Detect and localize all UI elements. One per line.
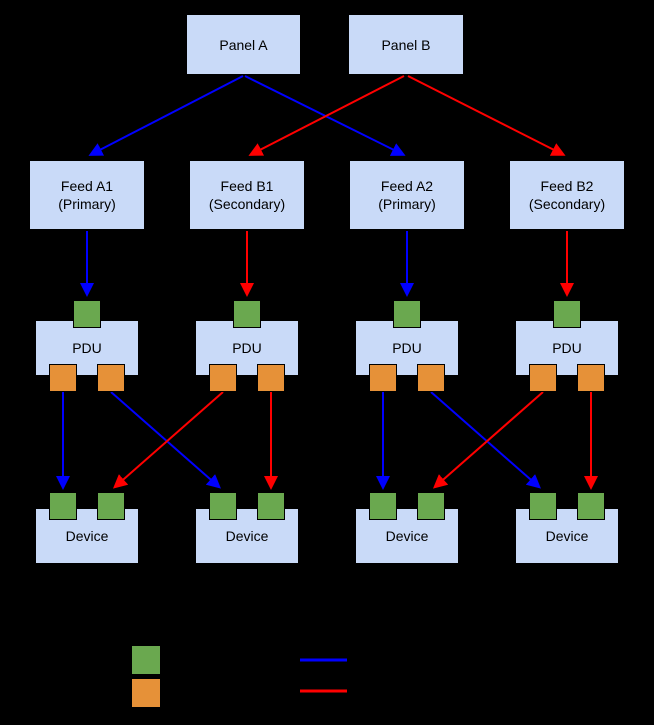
pdu1-input-port-icon	[73, 300, 101, 328]
node-panel-b: Panel B	[348, 14, 464, 75]
legend-output-port-swatch-icon	[131, 678, 161, 708]
feed-b2-name: Feed B2	[540, 178, 594, 194]
arrow-panelA-feedA1	[88, 75, 244, 156]
arrow-pdu2-device1	[112, 391, 224, 489]
pdu1-output-port-right-icon	[97, 364, 125, 392]
panel-b-label: Panel B	[381, 36, 431, 53]
arrow-panelB-feedB2	[407, 75, 566, 156]
panel-a-label: Panel A	[219, 36, 268, 53]
pdu2-output-port-left-icon	[209, 364, 237, 392]
device2-input-port-right-icon	[257, 492, 285, 520]
device-2-label: Device	[225, 528, 269, 544]
pdu3-output-port-left-icon	[369, 364, 397, 392]
feed-a2-name: Feed A2	[380, 178, 434, 194]
pdu4-output-port-right-icon	[577, 364, 605, 392]
pdu3-input-port-icon	[393, 300, 421, 328]
pdu-3-label: PDU	[392, 340, 422, 356]
pdu4-output-port-left-icon	[529, 364, 557, 392]
device-1-label: Device	[65, 528, 109, 544]
pdu3-output-port-right-icon	[417, 364, 445, 392]
device4-input-port-left-icon	[529, 492, 557, 520]
node-feed-b2: Feed B2 (Secondary)	[509, 160, 625, 230]
pdu2-output-port-right-icon	[257, 364, 285, 392]
pdu4-input-port-icon	[553, 300, 581, 328]
node-feed-a1: Feed A1 (Primary)	[29, 160, 145, 230]
pdu-1-label: PDU	[72, 340, 102, 356]
legend-input-port-swatch-icon	[131, 645, 161, 675]
device3-input-port-right-icon	[417, 492, 445, 520]
node-panel-a: Panel A	[186, 14, 301, 75]
pdu2-input-port-icon	[233, 300, 261, 328]
device1-input-port-left-icon	[49, 492, 77, 520]
device-3-label: Device	[385, 528, 429, 544]
pdu-4-label: PDU	[552, 340, 582, 356]
device1-input-port-right-icon	[97, 492, 125, 520]
pdu1-output-port-left-icon	[49, 364, 77, 392]
device3-input-port-left-icon	[369, 492, 397, 520]
feed-b2-role: (Secondary)	[528, 196, 606, 212]
node-feed-b1: Feed B1 (Secondary)	[189, 160, 305, 230]
device4-input-port-right-icon	[577, 492, 605, 520]
arrow-panelB-feedB1	[248, 75, 405, 156]
arrow-panelA-feedA2	[244, 75, 406, 156]
pdu-2-label: PDU	[232, 340, 262, 356]
arrow-pdu1-device2	[110, 391, 222, 489]
feed-a1-name: Feed A1	[60, 178, 114, 194]
feed-b1-name: Feed B1	[220, 178, 274, 194]
feed-b1-role: (Secondary)	[208, 196, 286, 212]
feed-a2-role: (Primary)	[378, 196, 436, 212]
arrow-pdu3-device4	[430, 391, 542, 489]
device-4-label: Device	[545, 528, 589, 544]
feed-a1-role: (Primary)	[58, 196, 116, 212]
device2-input-port-left-icon	[209, 492, 237, 520]
node-feed-a2: Feed A2 (Primary)	[349, 160, 465, 230]
arrow-pdu4-device3	[432, 391, 544, 489]
